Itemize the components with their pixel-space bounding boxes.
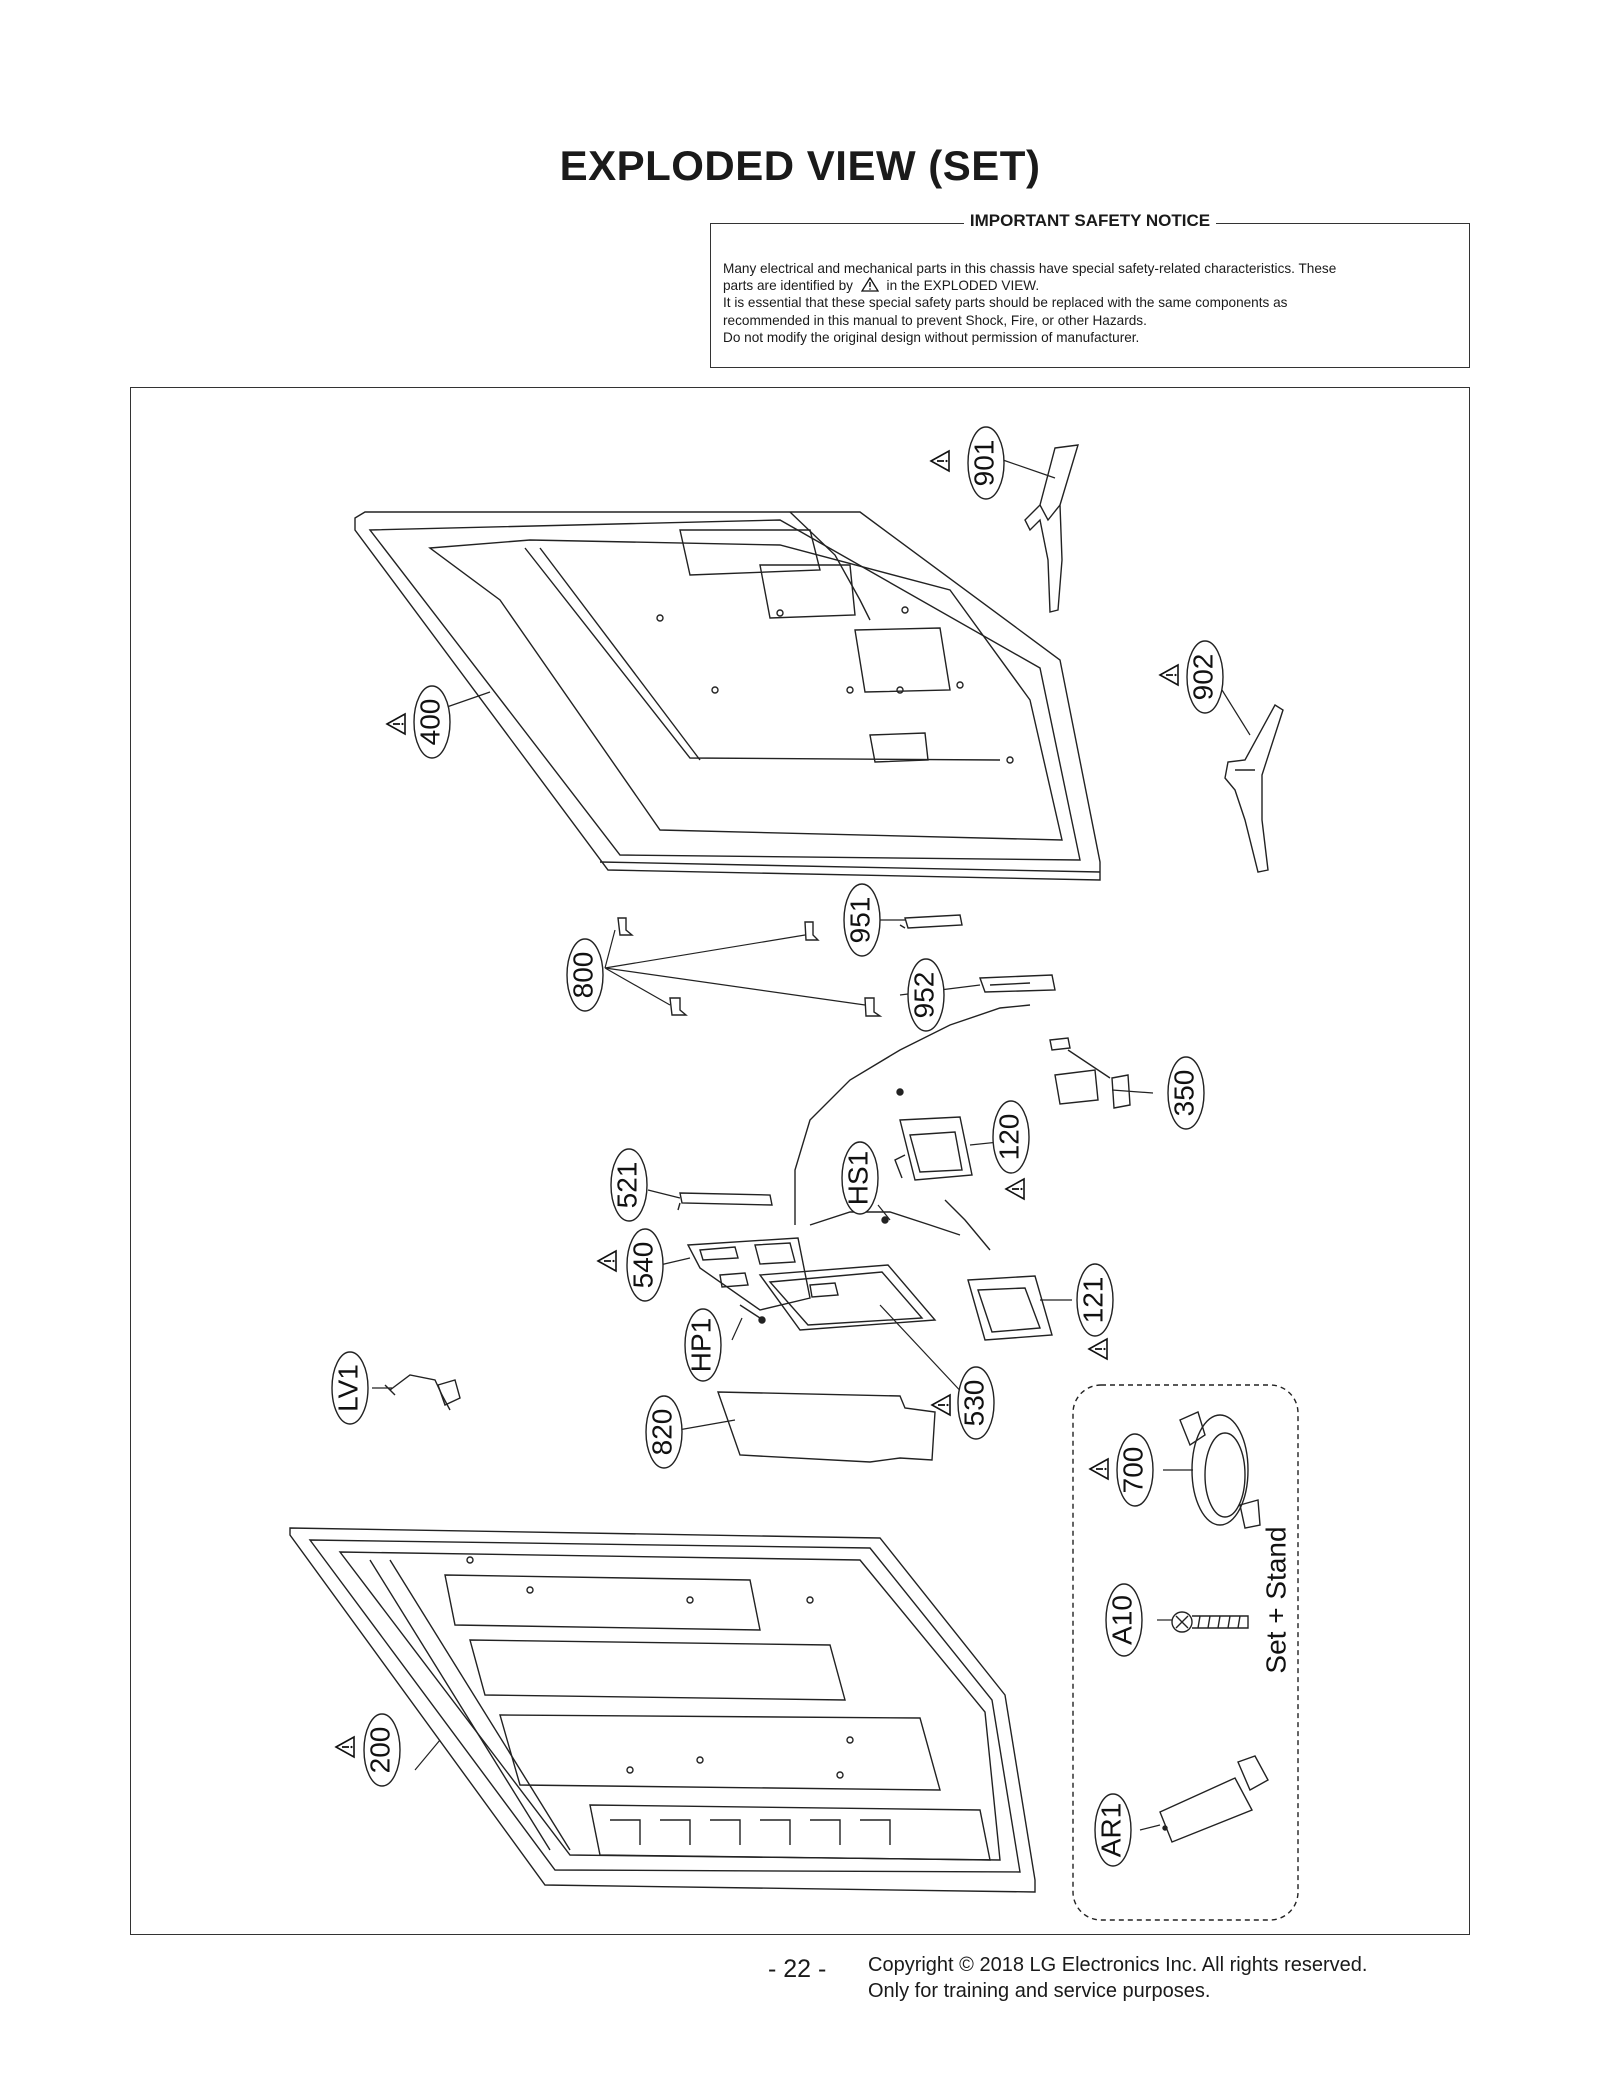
callout-350: 350 xyxy=(1167,1056,1205,1130)
callout-902: 902 xyxy=(1186,640,1224,714)
power-board-120-part xyxy=(894,1116,973,1181)
page-title: EXPLODED VIEW (SET) xyxy=(559,142,1041,189)
remote-ar1-part xyxy=(1159,1755,1269,1843)
warning-triangle-icon xyxy=(860,276,879,292)
safety-notice-text: Many electrical and mechanical parts in … xyxy=(723,260,1457,346)
notice-line: Many electrical and mechanical parts in … xyxy=(723,261,1337,276)
stand-leg-901-part xyxy=(1024,444,1079,613)
svg-text:540: 540 xyxy=(627,1242,658,1289)
speaker-bar-952-part xyxy=(979,974,1056,993)
warning-triangle-icon xyxy=(597,1250,617,1272)
callout-820: 820 xyxy=(645,1395,683,1469)
svg-text:400: 400 xyxy=(414,699,445,746)
notice-line: It is essential that these special safet… xyxy=(723,295,1288,311)
svg-text:350: 350 xyxy=(1168,1070,1199,1117)
warning-triangle-icon xyxy=(1005,1178,1025,1200)
footer-copyright: Copyright © 2018 LG Electronics Inc. All… xyxy=(868,1952,1367,2004)
svg-text:820: 820 xyxy=(646,1409,677,1456)
purpose-line: Only for training and service purposes. xyxy=(868,1980,1211,2002)
stand-leg-902-part xyxy=(1224,704,1284,873)
accessory-group-label: Set + Stand xyxy=(1260,1526,1291,1673)
callout-700: 700 xyxy=(1116,1433,1154,1507)
svg-text:A10: A10 xyxy=(1106,1595,1137,1645)
lvds-cable-lv1-part xyxy=(384,1374,461,1411)
ir-board-350-part xyxy=(1049,1037,1131,1109)
board-121-part xyxy=(967,1275,1053,1341)
screw-a10-part xyxy=(1171,1611,1249,1633)
svg-text:952: 952 xyxy=(908,972,939,1019)
notice-line-part: parts are identified by xyxy=(723,278,853,294)
callout-521: 521 xyxy=(610,1148,648,1222)
shield-plate-530-part xyxy=(758,1264,937,1331)
safety-notice-box: IMPORTANT SAFETY NOTICE Many electrical … xyxy=(710,211,1470,368)
callout-540: 540 xyxy=(626,1228,664,1302)
callout-901: 901 xyxy=(967,426,1005,500)
main-board-540-part xyxy=(686,1237,811,1311)
svg-text:121: 121 xyxy=(1077,1277,1108,1324)
accessory-group-box xyxy=(1072,1384,1299,1921)
svg-text:700: 700 xyxy=(1117,1447,1148,1494)
callout-800: 800 xyxy=(566,938,604,1012)
notice-line: parts are identified by in the EXPLODED … xyxy=(723,276,1457,294)
svg-text:120: 120 xyxy=(993,1114,1024,1161)
notice-line: recommended in this manual to prevent Sh… xyxy=(723,312,1147,328)
warning-triangle-icon xyxy=(386,713,406,735)
safety-notice-heading: IMPORTANT SAFETY NOTICE xyxy=(963,211,1217,230)
wire-harness-part xyxy=(794,1004,1031,1251)
callout-530: 530 xyxy=(957,1366,995,1440)
callout-120: 120 xyxy=(992,1100,1030,1174)
callout-951: 951 xyxy=(843,883,881,957)
bracket-clips-part xyxy=(617,917,883,1017)
part-callouts: 901 902 400 951 952 800 350 120 521 HS1 … xyxy=(331,426,1291,1867)
svg-text:530: 530 xyxy=(958,1380,989,1427)
svg-text:HP1: HP1 xyxy=(685,1318,716,1372)
svg-text:LV1: LV1 xyxy=(332,1364,363,1412)
callout-lv1: LV1 xyxy=(331,1351,369,1425)
warning-triangle-icon xyxy=(930,450,950,472)
callout-952: 952 xyxy=(907,958,945,1032)
callout-400: 400 xyxy=(413,685,451,759)
notice-line: Do not modify the original design withou… xyxy=(723,329,1140,345)
diagram-frame xyxy=(130,387,1470,1935)
speaker-bar-951-part xyxy=(899,914,963,929)
svg-text:951: 951 xyxy=(844,897,875,944)
callout-121: 121 xyxy=(1076,1263,1114,1337)
warning-triangle-icon xyxy=(1088,1338,1108,1360)
warning-triangle-icon xyxy=(1089,1458,1109,1480)
svg-text:901: 901 xyxy=(968,440,999,487)
callout-ar1: AR1 xyxy=(1094,1793,1132,1867)
callout-200: 200 xyxy=(363,1713,401,1787)
rail-521-part xyxy=(677,1192,773,1211)
svg-text:800: 800 xyxy=(567,952,598,999)
back-cover-part xyxy=(354,511,1101,881)
display-panel-200-part xyxy=(289,1527,1036,1893)
svg-text:200: 200 xyxy=(364,1727,395,1774)
page-number: - 22 - xyxy=(768,1955,827,1983)
callout-hp1: HP1 xyxy=(684,1308,722,1382)
svg-text:AR1: AR1 xyxy=(1095,1803,1126,1857)
svg-text:521: 521 xyxy=(611,1162,642,1209)
warning-triangle-icon xyxy=(335,1736,355,1758)
callout-hs1: HS1 xyxy=(841,1141,879,1215)
callout-a10: A10 xyxy=(1105,1583,1143,1657)
copyright-line: Copyright © 2018 LG Electronics Inc. All… xyxy=(868,1954,1368,1976)
warning-triangle-icon xyxy=(1159,664,1179,686)
svg-text:HS1: HS1 xyxy=(842,1151,873,1205)
speaker-wire-hp1-part xyxy=(739,1304,766,1324)
notice-line-part: in the EXPLODED VIEW. xyxy=(886,278,1040,294)
svg-text:902: 902 xyxy=(1187,654,1218,701)
insulation-sheet-820-part xyxy=(717,1391,936,1463)
